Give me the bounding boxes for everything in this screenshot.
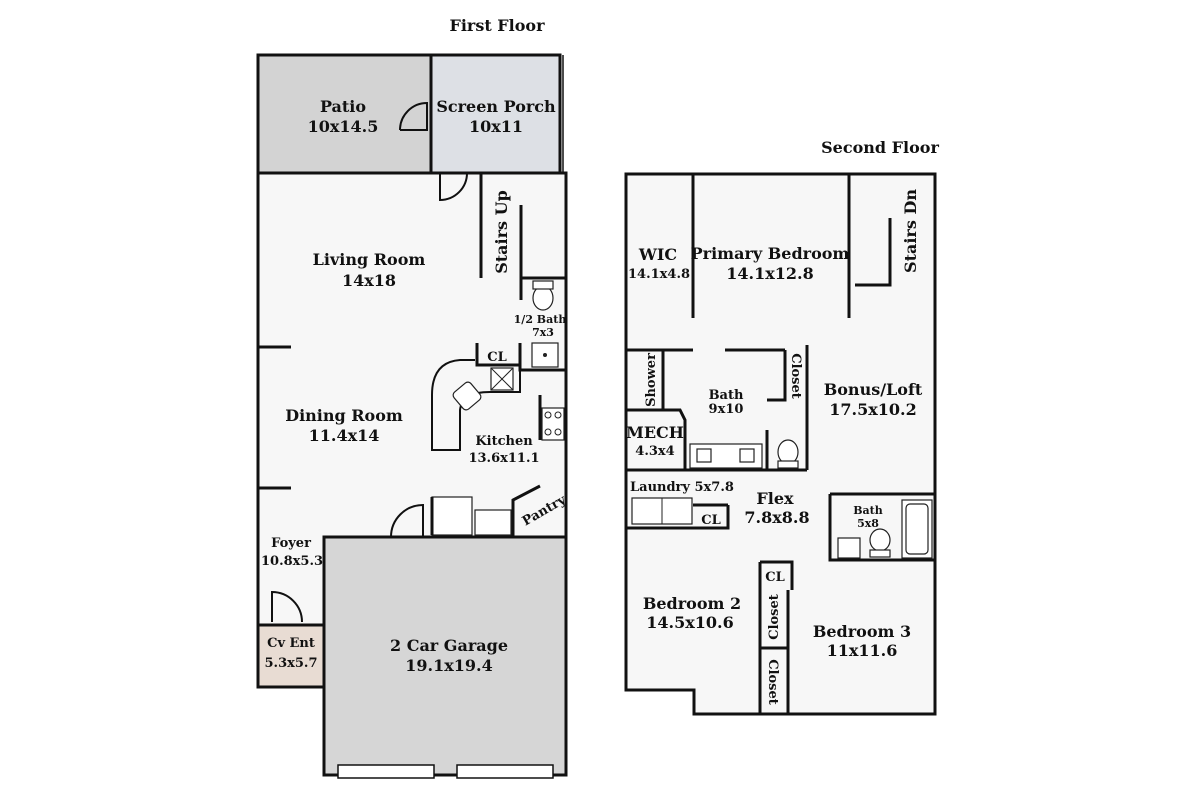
garage-label: 2 Car Garage <box>390 636 508 655</box>
primary-bedroom-label: Primary Bedroom <box>691 244 850 263</box>
cv-ent-size: 5.3x5.7 <box>265 656 318 671</box>
flex-size: 7.8x8.8 <box>744 508 809 527</box>
half-bath-size: 7x3 <box>532 326 554 339</box>
screen-porch-area <box>431 55 560 173</box>
bedroom2-size: 14.5x10.6 <box>646 613 733 632</box>
patio-label: Patio <box>320 97 366 116</box>
bonus-loft-size: 17.5x10.2 <box>829 400 916 419</box>
kitchen-sink <box>452 381 482 411</box>
garage-door-right <box>456 764 554 779</box>
pantry-wall <box>511 484 541 537</box>
wic-label: WIC <box>638 245 677 264</box>
hall-bath-toilet <box>869 528 891 552</box>
garage-area <box>324 537 566 775</box>
patio-size: 10x14.5 <box>308 117 379 136</box>
mech-wall <box>626 408 687 470</box>
upper-exterior-wall <box>258 171 568 537</box>
garage-door-left <box>337 764 435 779</box>
stairs-dn-wall <box>855 218 892 287</box>
bedroom3-label: Bedroom 3 <box>813 622 911 641</box>
stairs-up-label: Stairs Up <box>492 190 511 274</box>
mech-size: 4.3x4 <box>635 444 674 459</box>
primary-toilet <box>777 439 799 465</box>
wic-size: 14.1x4.8 <box>628 267 690 282</box>
kitchen-size: 13.6x11.1 <box>468 451 539 466</box>
mech-label: MECH <box>626 423 684 442</box>
flex-label: Flex <box>756 489 794 508</box>
primary-bedroom-size: 14.1x12.8 <box>726 264 813 283</box>
second-floor-title: Second Floor <box>821 138 939 157</box>
hall-closet-label: CL <box>765 570 785 585</box>
foyer-label: Foyer <box>271 536 311 551</box>
closet-primary-label: Closet <box>788 353 803 399</box>
main-interior-area <box>258 173 566 537</box>
hall-bath-sink <box>837 537 861 559</box>
foyer-size: 10.8x5.3 <box>261 554 323 569</box>
left-exterior-wall <box>256 173 324 689</box>
cv-ent-area <box>258 625 324 687</box>
garage-size: 19.1x19.4 <box>405 656 492 675</box>
kitchen-label: Kitchen <box>475 434 533 449</box>
first-floor-title: First Floor <box>449 16 545 35</box>
bedroom2-label: Bedroom 2 <box>643 594 741 613</box>
screen-porch-size: 10x11 <box>469 117 523 136</box>
bath-primary-size: 9x10 <box>709 402 744 417</box>
living-room-size: 14x18 <box>342 271 396 290</box>
living-room-label: Living Room <box>313 250 426 269</box>
shower-label: Shower <box>644 353 659 407</box>
hall-closet-wall <box>760 560 794 590</box>
patio-door-swing <box>439 172 468 202</box>
first-floor: First Floor <box>256 16 569 779</box>
bath-primary-label: Bath <box>709 388 744 403</box>
half-bath-toilet <box>532 285 554 311</box>
laundry-label: Laundry 5x7.8 <box>630 480 734 495</box>
half-bath-sink <box>531 342 559 368</box>
closet-b3-label: Closet <box>765 659 780 705</box>
laundry-wall <box>626 505 730 530</box>
kitchen-counter <box>431 359 521 451</box>
hall-bath-wall <box>828 494 935 562</box>
cv-ent-label: Cv Ent <box>267 636 315 651</box>
hall-bath-size: 5x8 <box>857 517 879 530</box>
dining-room-label: Dining Room <box>285 406 403 425</box>
closet-b2-label: Closet <box>767 594 782 640</box>
hall-bath-label: Bath <box>853 504 883 517</box>
half-bath-label: 1/2 Bath <box>514 313 567 326</box>
range-stove <box>541 407 565 441</box>
screen-porch-label: Screen Porch <box>436 97 556 116</box>
garage-entry-door <box>390 503 424 538</box>
patio-area <box>258 55 431 173</box>
refrigerator <box>431 496 473 536</box>
stairs-dn-label: Stairs Dn <box>901 189 920 273</box>
kitchen-cabinet <box>474 509 512 536</box>
laundry-closet-label: CL <box>701 513 721 528</box>
foyer-area <box>258 537 324 625</box>
bonus-loft-label: Bonus/Loft <box>824 380 923 399</box>
closet-wall-2 <box>767 350 787 402</box>
dining-room-size: 11.4x14 <box>309 426 380 445</box>
closet-label: CL <box>487 350 507 365</box>
bedroom3-size: 11x11.6 <box>827 641 898 660</box>
porch-door-swing <box>399 101 428 131</box>
second-floor: Second Floor <box>624 138 939 716</box>
front-door-swing <box>271 590 303 623</box>
